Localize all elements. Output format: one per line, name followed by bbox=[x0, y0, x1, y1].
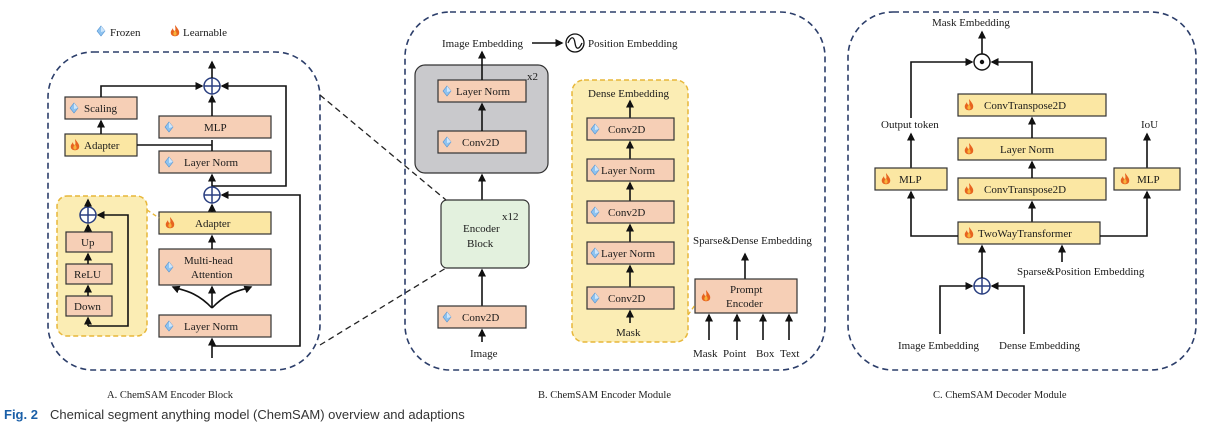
twoway-transformer-label: TwoWayTransformer bbox=[978, 228, 1072, 240]
panel-a-caption: A. ChemSAM Encoder Block bbox=[107, 390, 234, 401]
mask-stack-label: Conv2D bbox=[608, 293, 645, 305]
conv2d-bottom-label: Conv2D bbox=[462, 312, 499, 324]
mask-stack-label: Layer Norm bbox=[601, 248, 656, 260]
mlp-label: MLP bbox=[204, 122, 227, 134]
mlp-right-box bbox=[1113, 167, 1181, 191]
adapter-side-label: Adapter bbox=[84, 140, 120, 152]
mask-stack-label: Conv2D bbox=[608, 207, 645, 219]
figure-label: Fig. 2 bbox=[4, 407, 38, 422]
figure-caption: Fig. 2 Chemical segment anything model (… bbox=[4, 407, 465, 422]
relu-label: ReLU bbox=[74, 269, 101, 281]
x12-label: x12 bbox=[502, 211, 519, 223]
prompt-label-2: Encoder bbox=[726, 298, 763, 310]
mask-stack: Conv2D Layer Norm Conv2D Layer Norm Conv… bbox=[586, 117, 675, 323]
flame-icon bbox=[170, 25, 180, 37]
mask-embedding-label: Mask Embedding bbox=[932, 17, 1010, 29]
panel-b-border bbox=[404, 11, 826, 371]
prompt-label-1: Prompt bbox=[730, 284, 762, 296]
position-embedding-label: Position Embedding bbox=[588, 38, 678, 50]
frozen-icon bbox=[96, 25, 106, 37]
encoder-label-1: Encoder bbox=[463, 223, 500, 235]
convtranspose-bottom-label: ConvTranspose2D bbox=[984, 184, 1066, 196]
convtranspose-top-label: ConvTranspose2D bbox=[984, 100, 1066, 112]
mask-stack-label: Conv2D bbox=[608, 124, 645, 136]
mask-conv2d-1 bbox=[586, 117, 675, 141]
legend: Frozen Learnable bbox=[96, 25, 227, 39]
down-box bbox=[65, 295, 113, 317]
adapter-mid-label: Adapter bbox=[195, 218, 231, 230]
prompt-input-label: Mask bbox=[693, 348, 718, 360]
mask-stack-label: Layer Norm bbox=[601, 165, 656, 177]
mask-layer-norm-1 bbox=[586, 158, 675, 182]
panel-c-caption: C. ChemSAM Decoder Module bbox=[933, 390, 1067, 401]
conv2d-bottom-box bbox=[437, 305, 527, 329]
zoom-connector-bottom bbox=[319, 267, 447, 346]
attention-label-1: Multi-head bbox=[184, 255, 233, 267]
twoway-transformer-box bbox=[957, 221, 1101, 245]
x2-label: x2 bbox=[527, 71, 538, 83]
layer-norm-top-box bbox=[158, 150, 272, 174]
up-label: Up bbox=[81, 237, 95, 249]
encoder-block-box bbox=[440, 199, 530, 269]
panel-c: Mask Embedding Output token IoU ConvTran… bbox=[847, 11, 1197, 401]
panel-b-caption: B. ChemSAM Encoder Module bbox=[538, 390, 671, 401]
prompt-encoder-box bbox=[694, 278, 798, 314]
dense-embedding-label: Dense Embedding bbox=[588, 88, 669, 100]
encoder-label-2: Block bbox=[467, 238, 494, 250]
attention-label-2: Attention bbox=[191, 269, 233, 281]
mlp-right-label: MLP bbox=[1137, 174, 1160, 186]
dense-embedding-label: Dense Embedding bbox=[999, 340, 1080, 352]
image-embedding-label: Image Embedding bbox=[898, 340, 979, 352]
legend-learnable: Learnable bbox=[183, 27, 227, 39]
down-label: Down bbox=[74, 301, 101, 313]
mask-layer-norm-2 bbox=[586, 241, 675, 265]
output-token-label: Output token bbox=[881, 119, 939, 131]
panel-c-border bbox=[847, 11, 1197, 371]
iou-label: IoU bbox=[1141, 119, 1158, 131]
adapter-mid-box bbox=[158, 211, 272, 235]
layer-norm-top-label: Layer Norm bbox=[184, 157, 239, 169]
conv2d-top-label: Conv2D bbox=[462, 137, 499, 149]
panel-b: Image Embedding Position Embedding x2 La… bbox=[404, 11, 826, 401]
layer-norm-bottom-box bbox=[158, 314, 272, 338]
legend-frozen: Frozen bbox=[110, 27, 141, 39]
image-embedding-label: Image Embedding bbox=[442, 38, 523, 50]
mlp-box bbox=[158, 115, 272, 139]
scaling-label: Scaling bbox=[84, 103, 117, 115]
mask-label: Mask bbox=[616, 327, 641, 339]
up-box bbox=[65, 231, 113, 253]
mlp-left-box bbox=[874, 167, 948, 191]
layer-norm-bottom-label: Layer Norm bbox=[184, 321, 239, 333]
mlp-left-label: MLP bbox=[899, 174, 922, 186]
mask-conv2d-3 bbox=[586, 286, 675, 310]
prompt-input-label: Text bbox=[780, 348, 799, 360]
layer-norm-label: Layer Norm bbox=[1000, 144, 1055, 156]
image-label: Image bbox=[470, 348, 498, 360]
figure-caption-text: Chemical segment anything model (ChemSAM… bbox=[50, 407, 465, 422]
panel-a-border bbox=[47, 51, 321, 371]
sparse-dense-label: Sparse&Dense Embedding bbox=[693, 235, 812, 247]
sparse-position-label: Sparse&Position Embedding bbox=[1017, 266, 1145, 278]
layer-norm-label: Layer Norm bbox=[456, 86, 511, 98]
prompt-input-label: Point bbox=[723, 348, 746, 360]
mask-conv2d-2 bbox=[586, 200, 675, 224]
convtranspose-top-box bbox=[957, 93, 1107, 117]
panel-a: Scaling Adapter MLP Layer Norm Adapter M… bbox=[47, 51, 321, 401]
zoom-connector-top bbox=[319, 94, 447, 201]
attention-box bbox=[158, 248, 272, 286]
relu-box bbox=[65, 263, 113, 285]
prompt-input-label: Box bbox=[756, 348, 775, 360]
